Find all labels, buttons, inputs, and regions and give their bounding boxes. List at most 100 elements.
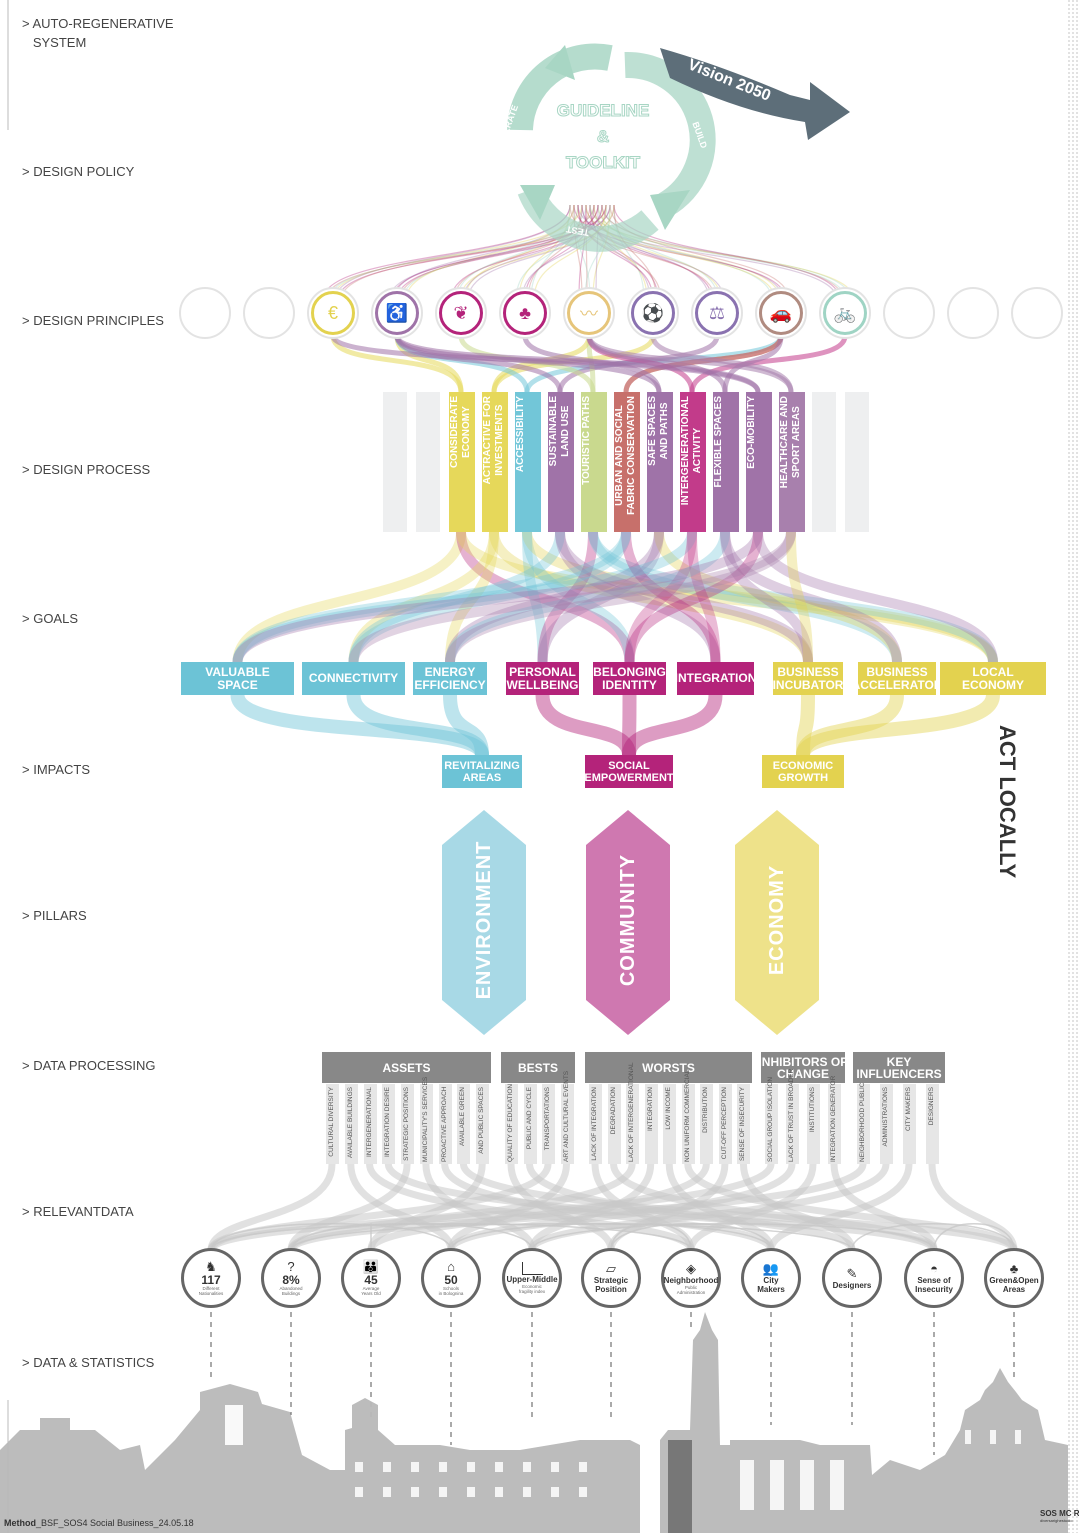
- people-icon: 👥: [762, 1261, 780, 1276]
- school-icon: ⌂: [447, 1259, 455, 1274]
- data-item-label: ART AND CULTURAL EVENTS: [562, 1070, 570, 1162]
- data-item-column: [644, 1084, 658, 1164]
- data-item-label: ADMINISTRATIONS: [882, 1087, 889, 1147]
- data-item-label: TRANSPORTATIONS: [544, 1087, 551, 1151]
- stat-subtitle: Different Nationalities: [198, 1286, 224, 1296]
- impact-box: REVITALIZING AREAS: [442, 755, 522, 788]
- data-item-column: [880, 1084, 893, 1164]
- data-item-column: [681, 1084, 695, 1164]
- data-item-column: [344, 1084, 358, 1164]
- stat-number: 50: [444, 1273, 458, 1287]
- data-item-label: CITY MAKERS: [905, 1087, 912, 1131]
- stat-subtitle: Schools in Bolognina: [438, 1286, 464, 1296]
- migrant-icon: ♞: [205, 1259, 217, 1274]
- process-bar: [515, 392, 541, 532]
- section-label: > GOALS: [22, 611, 78, 626]
- process-bar-label: HEALTHCARE AND SPORT AREAS: [779, 396, 802, 489]
- process-bar-label: CONSIDERATE ECONOMY: [449, 396, 472, 469]
- stat-circle: ◓Sense of Insecurity: [904, 1248, 964, 1308]
- principle-building-icon: ♣: [503, 291, 547, 335]
- leaf-icon: ❦: [453, 302, 469, 323]
- data-item-column: [505, 1084, 518, 1164]
- data-item-label: LACK OF INTEGRATION: [591, 1087, 598, 1161]
- goal-box: ENERGY EFFICIENCY: [413, 662, 487, 695]
- principle-car-icon: 🚗: [759, 291, 803, 335]
- stat-title: Designers: [832, 1280, 872, 1290]
- data-item-column: [737, 1084, 751, 1164]
- data-item-label: STRATEGIC POSITIONS: [403, 1087, 411, 1161]
- section-label: > PILLARS: [22, 908, 87, 923]
- data-item-column: [903, 1084, 916, 1164]
- process-bar: [746, 392, 772, 532]
- process-bar: [581, 392, 607, 532]
- car-icon: 🚗: [769, 302, 793, 323]
- pillar-label: ECONOMY: [766, 864, 788, 976]
- principle-bicycle-icon: 🚲: [823, 291, 867, 335]
- process-bar-label: URBAN AND SOCIAL FABRIC CONSERVATION: [614, 396, 637, 515]
- data-item-label: INTERGENERATIONAL: [365, 1087, 373, 1157]
- data-item-label: DESIGNERS: [928, 1087, 935, 1126]
- data-item-label: INTEGRATION DESIRE: [384, 1087, 392, 1157]
- data-item-label: QUALITY OF EDUCATION: [507, 1083, 514, 1162]
- wheelchair-icon: ♿: [385, 302, 409, 323]
- data-item-label: LOW INCOME: [665, 1087, 673, 1130]
- data-item-column: [807, 1084, 820, 1164]
- data-item-label: NON UNIFORM COMMERCIAL: [683, 1069, 691, 1162]
- data-item-column: [718, 1084, 732, 1164]
- footer-method: Method: [4, 1518, 36, 1528]
- process-bar: [779, 392, 805, 532]
- principle-wheelchair-icon: ♿: [375, 291, 419, 335]
- goal-box: BUSINESS ACCELERATOR: [852, 662, 942, 695]
- data-item-column: [663, 1084, 677, 1164]
- data-item-label: INTEGRATION: [646, 1087, 654, 1131]
- data-item-label: SENSE OF INSECURITY: [739, 1087, 747, 1162]
- data-item-column: [828, 1084, 841, 1164]
- data-item-column: [926, 1084, 939, 1164]
- process-bar: [647, 392, 673, 532]
- data-item-label: NEIGHBORHOOD PUBLIC: [859, 1082, 866, 1162]
- data-header: WORSTS: [585, 1052, 752, 1083]
- data-item-label: PROACTIVE APPROACH: [440, 1086, 448, 1163]
- stat-circle: ?8%Abandoned Buildings: [261, 1248, 321, 1308]
- principle-euro-icon: €: [311, 291, 355, 335]
- data-item-column: [438, 1084, 452, 1164]
- stat-title: Green&Open Areas: [989, 1276, 1039, 1294]
- data-item-column: [382, 1084, 396, 1164]
- data-item-label: AVAILABLE GREEN: [459, 1087, 467, 1147]
- stat-subtitle: Public Administration: [676, 1284, 706, 1295]
- process-bar: [548, 392, 574, 532]
- data-item-label: AVAILABLE BUILDINGS: [346, 1087, 354, 1158]
- target-icon: ◈: [686, 1260, 696, 1276]
- data-item-column: [542, 1084, 555, 1164]
- process-bar-label: ACCESSIBILITY: [515, 396, 526, 473]
- section-label: > AUTO-REGENERATIVE SYSTEM: [22, 16, 174, 50]
- data-item-label: LACK OF INTERGENERATIONAL: [628, 1062, 636, 1162]
- process-bar-label: ECO-MOBILITY: [746, 396, 757, 469]
- section-label: > RELEVANTDATA: [22, 1204, 134, 1219]
- pillar-label: ENVIRONMENT: [473, 840, 495, 1000]
- goal-box: LOCAL ECONOMY: [940, 662, 1046, 695]
- data-item-column: [457, 1084, 471, 1164]
- chart-icon: [521, 1262, 543, 1275]
- process-bar: [713, 392, 739, 532]
- park-icon: ♣: [1009, 1261, 1019, 1276]
- footer-logo-text: SOS MC R: [1040, 1509, 1079, 1518]
- section-label: > DESIGN PRINCIPLES: [22, 313, 164, 328]
- data-item-label: MUNICIPALITY'S SERVICES: [421, 1076, 429, 1162]
- process-bar-label: TOURISTIC PATHS: [581, 396, 592, 485]
- data-item-column: [476, 1084, 490, 1164]
- stat-subtitle: Abandoned Buildings: [279, 1286, 303, 1296]
- bicycle-icon: 🚲: [833, 302, 857, 323]
- data-item-column: [523, 1084, 537, 1164]
- data-item-label: CUT-OFF PERCEPTION: [720, 1087, 728, 1160]
- process-bar-label: SAFE SPACES AND PATHS: [647, 396, 670, 466]
- goal-box: INTEGRATION: [675, 662, 756, 695]
- footer-rest: _BSF_SOS4 Social Business_24.05.18: [36, 1518, 194, 1528]
- pillar-shape: [442, 810, 526, 1035]
- stat-title: Upper-Middle: [506, 1275, 558, 1284]
